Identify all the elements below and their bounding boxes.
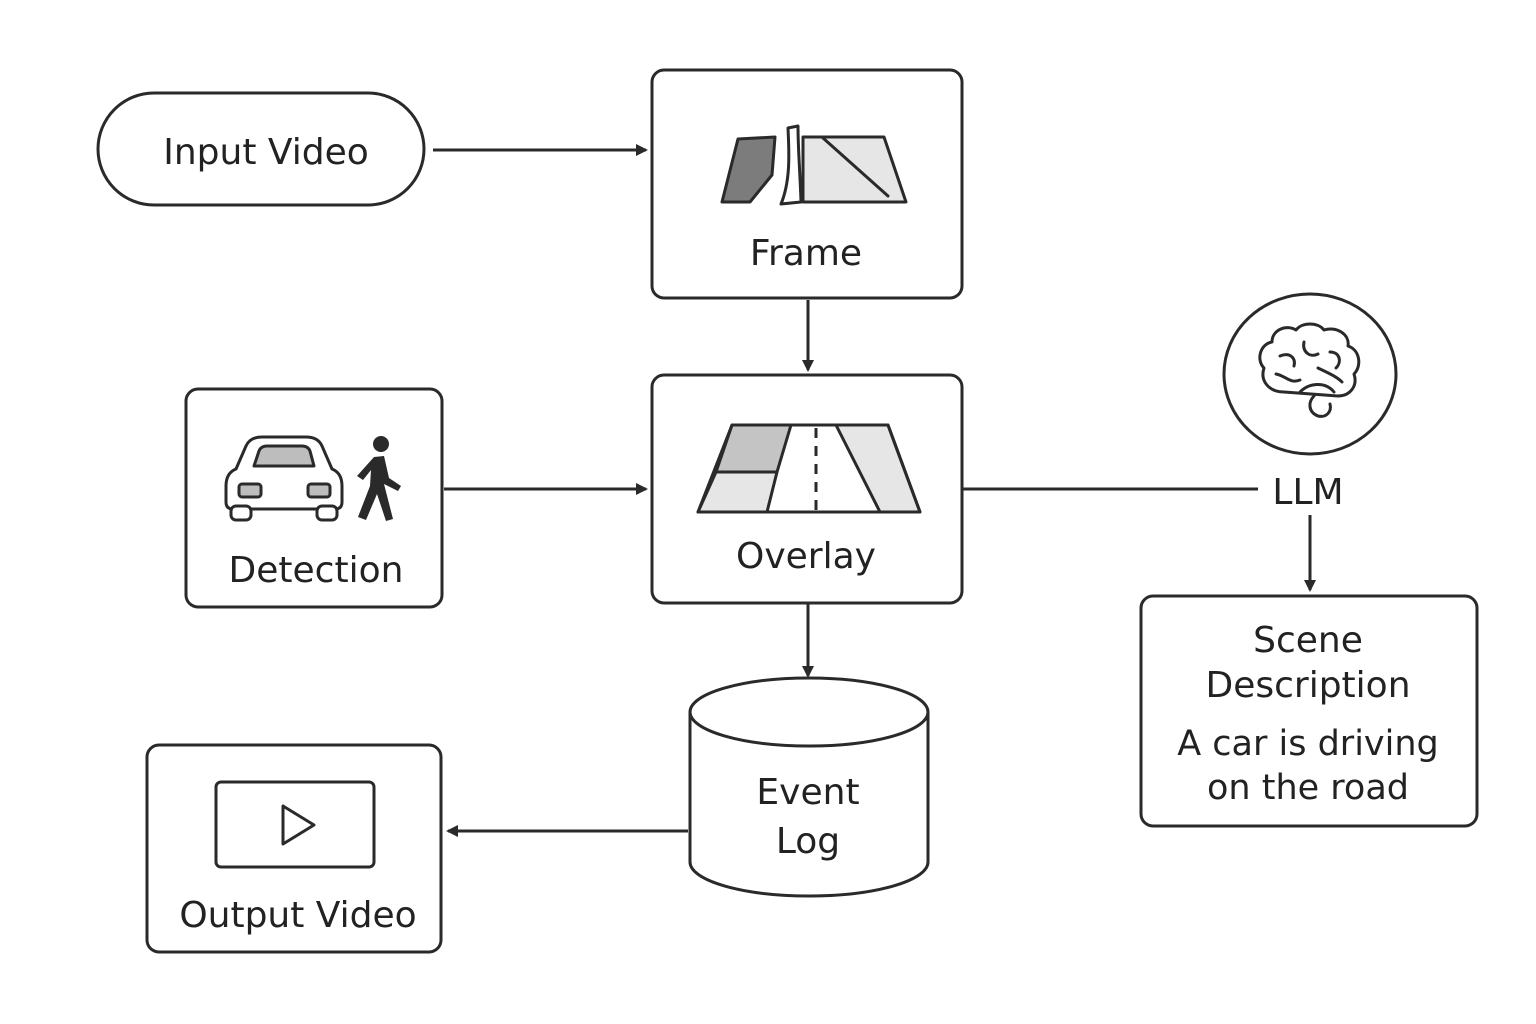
car-icon <box>224 435 344 522</box>
output-video-label: Output Video <box>179 895 416 936</box>
scene-description-node: Scene Description A car is driving on th… <box>1139 594 1479 828</box>
scene-title-line1: Scene <box>1253 620 1363 661</box>
detection-node: Detection <box>184 387 444 609</box>
road-overlay-icon <box>696 423 922 514</box>
edges <box>433 144 1316 837</box>
llm-circle <box>1222 292 1398 456</box>
scene-text-line1: A car is driving <box>1177 724 1439 764</box>
event-log-node: Event Log <box>688 676 930 898</box>
llm-label: LLM <box>1272 472 1343 513</box>
frame-node: Frame <box>650 68 964 300</box>
overlay-node: Overlay <box>650 373 964 605</box>
scene-description-box <box>1139 594 1479 828</box>
brain-icon <box>1258 322 1361 418</box>
event-log-cylinder-body <box>688 712 930 898</box>
input-video-pill <box>96 91 426 207</box>
play-icon <box>214 780 376 869</box>
input-video-label: Input Video <box>163 132 369 173</box>
scene-title-line2: Description <box>1205 665 1410 706</box>
event-log-cylinder-top <box>688 676 930 748</box>
event-log-label-line2: Log <box>776 821 840 862</box>
pedestrian-icon <box>357 436 401 521</box>
road-frame-icon <box>720 124 908 206</box>
llm-node: LLM <box>1222 292 1398 513</box>
overlay-label: Overlay <box>736 536 876 577</box>
frame-label: Frame <box>750 233 862 274</box>
event-log-label-line1: Event <box>756 772 859 813</box>
output-video-node: Output Video <box>145 743 443 954</box>
scene-text-line2: on the road <box>1207 768 1409 808</box>
input-video-node: Input Video <box>96 91 426 207</box>
detection-label: Detection <box>229 550 404 591</box>
